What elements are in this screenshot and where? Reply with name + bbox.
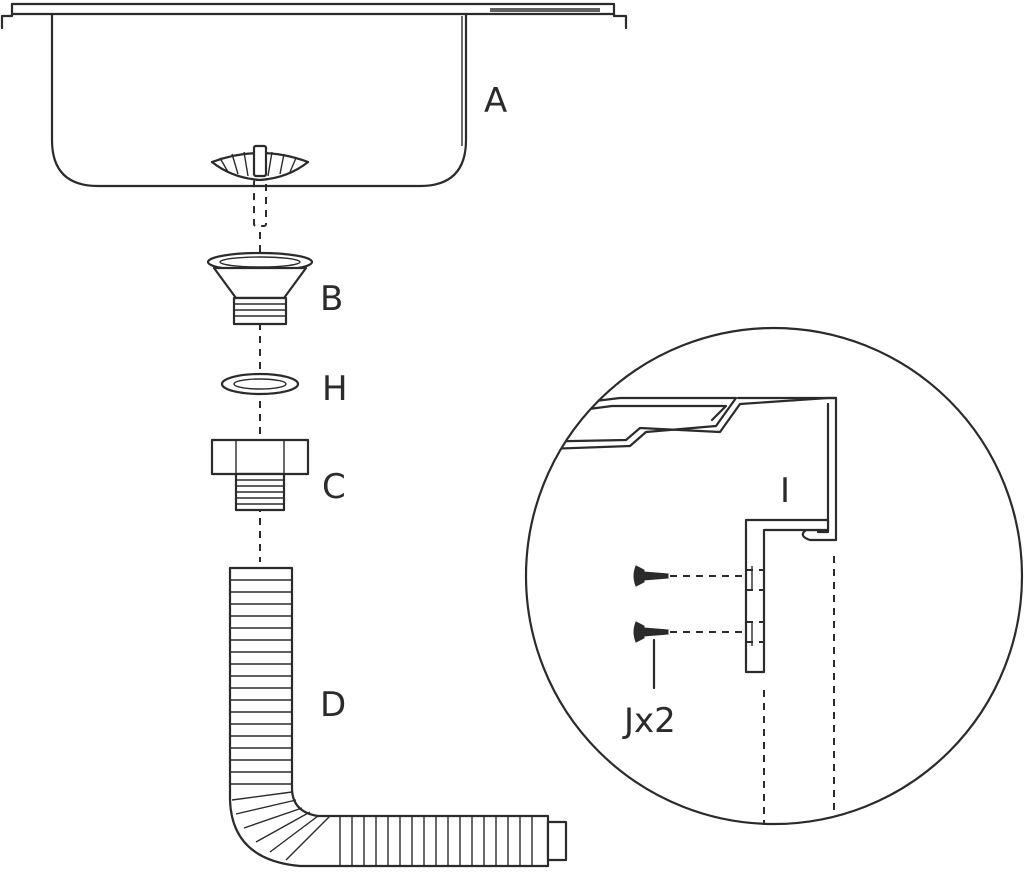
label-c: C [322,467,346,507]
detail-view [524,326,1024,826]
sink-bowl [0,2,628,227]
label-d: D [320,685,346,725]
screw-upper [633,565,669,587]
flexible-hose [228,566,568,868]
label-j: Jx2 [622,701,676,741]
label-h: H [322,369,348,409]
strainer-body [206,251,314,326]
rubber-washer [220,372,300,396]
label-a: A [484,81,507,121]
screw-lower [633,621,669,643]
label-i: I [780,471,790,511]
connector-nut [210,438,310,512]
mounting-screws [633,565,746,690]
label-b: B [320,279,343,319]
